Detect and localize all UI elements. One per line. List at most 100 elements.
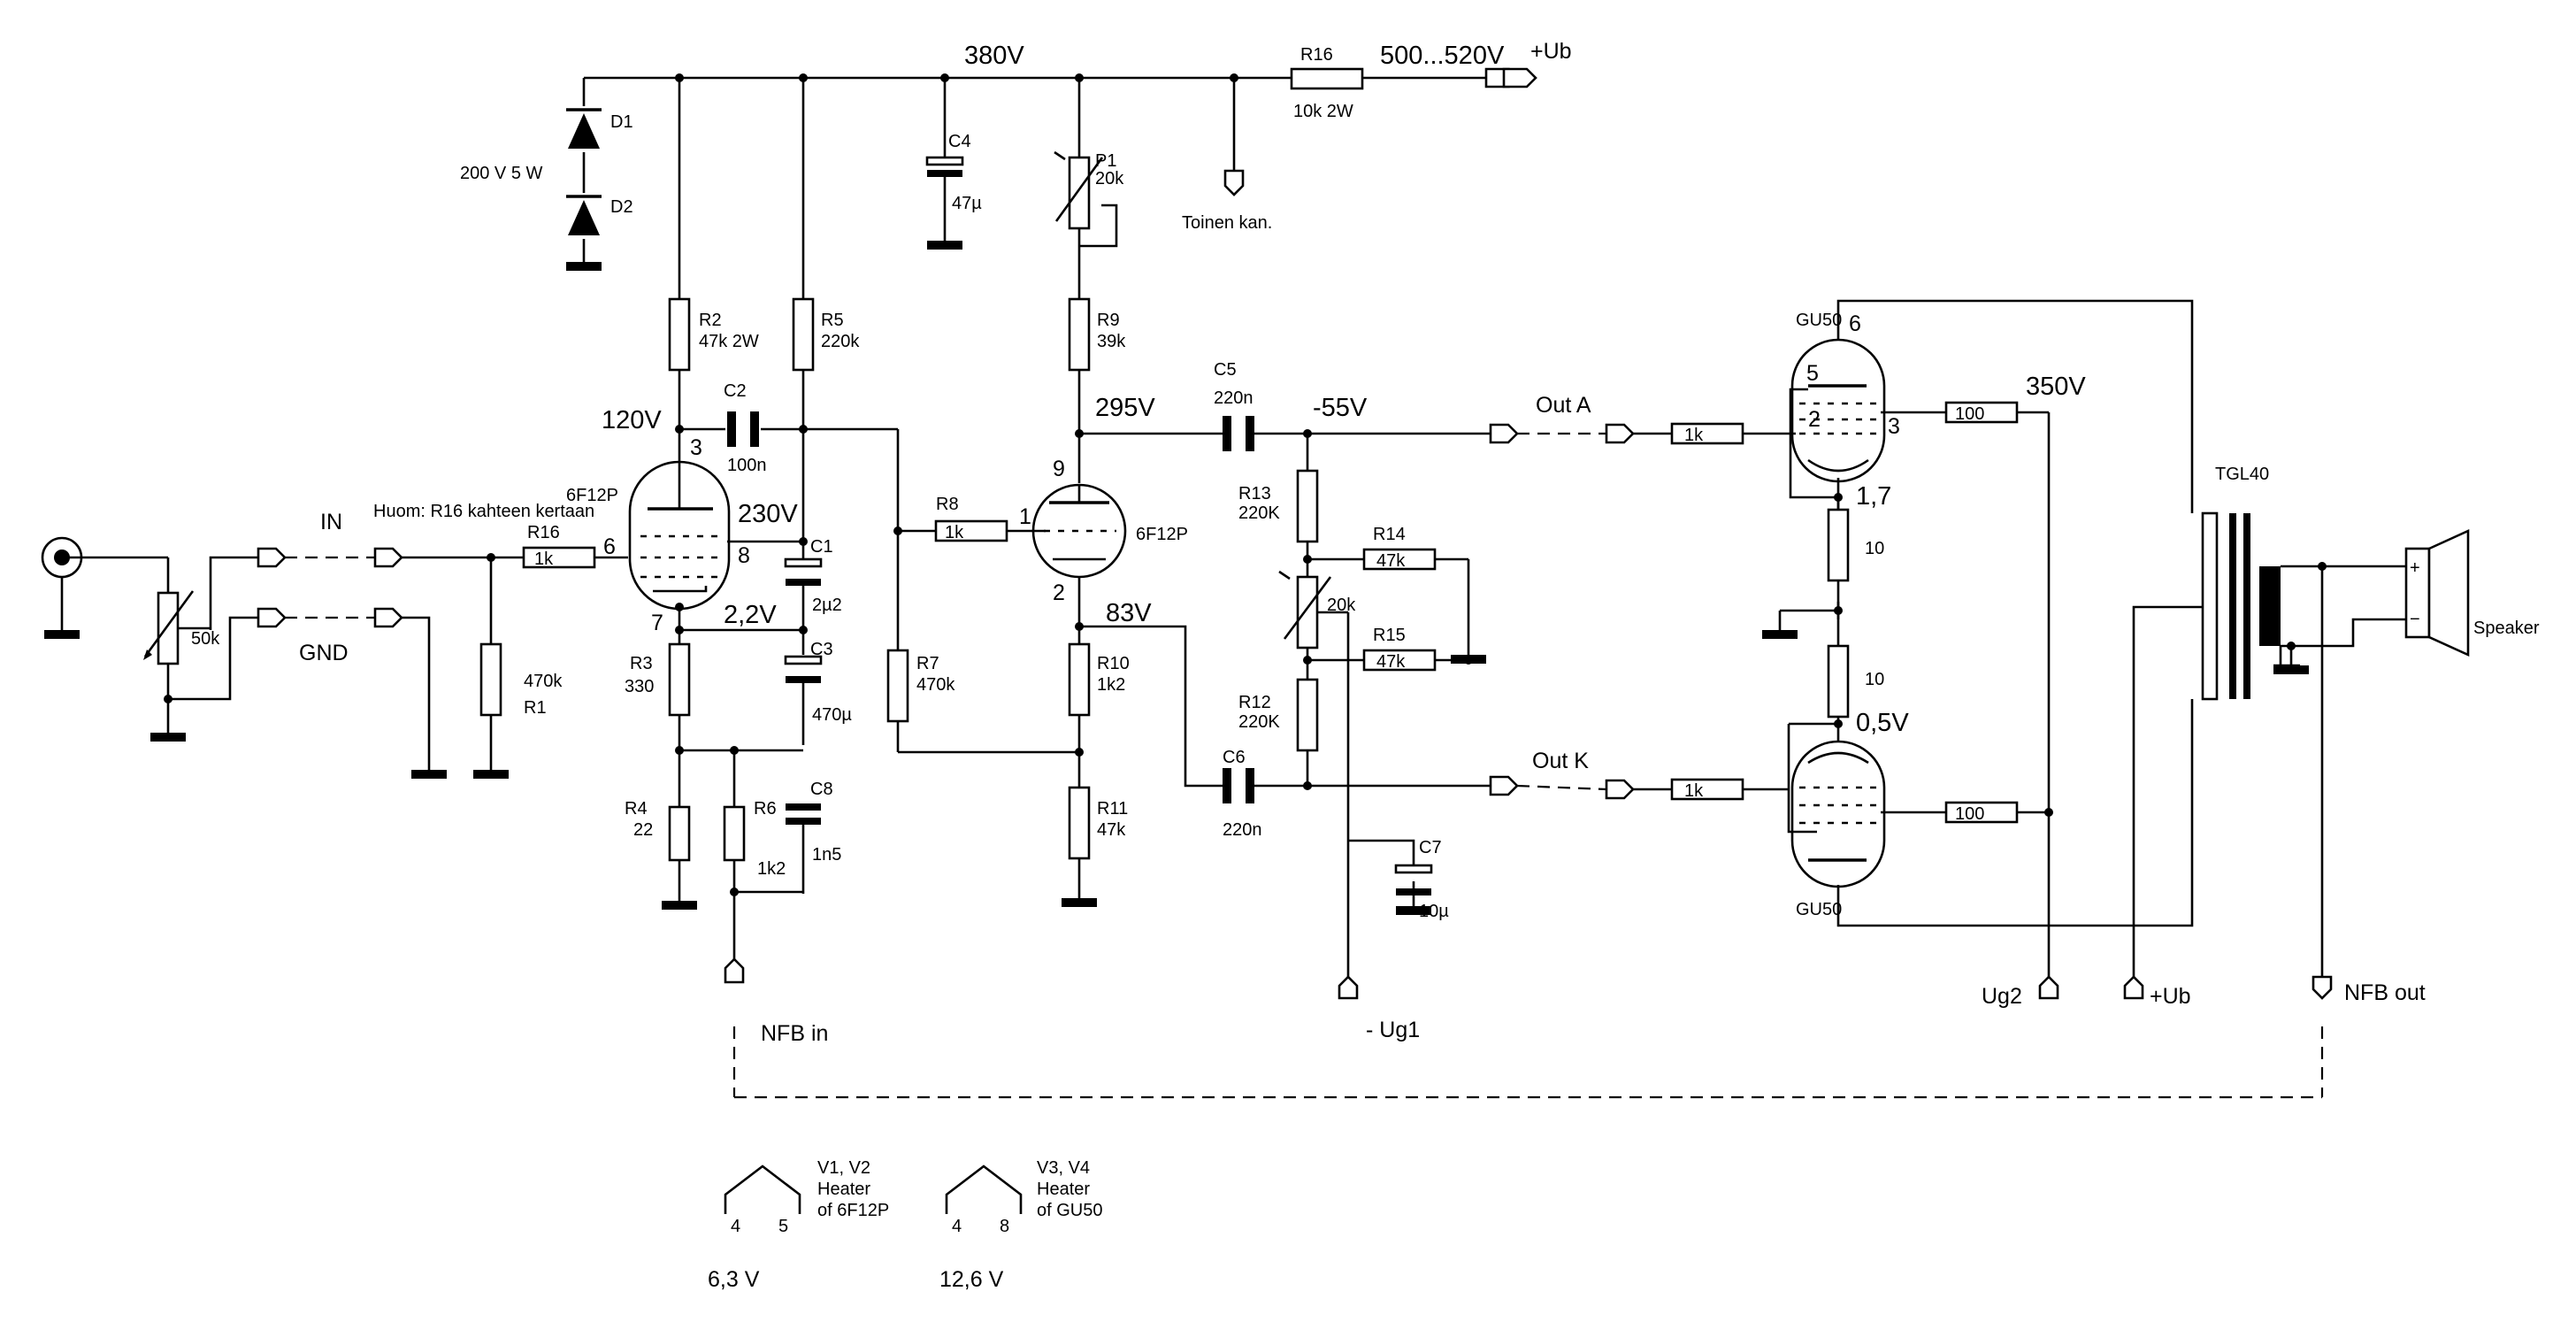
resistor-r16 <box>522 546 596 569</box>
svg-text:39k: 39k <box>1097 332 1126 351</box>
svg-text:C2: C2 <box>724 381 747 401</box>
speaker-icon <box>2404 528 2470 657</box>
svg-text:47k: 47k <box>1097 820 1126 840</box>
rail-ub: +Ub <box>1530 39 1572 64</box>
wires <box>60 76 2406 984</box>
svg-text:1k: 1k <box>534 550 554 569</box>
svg-text:20k: 20k <box>1327 596 1356 615</box>
svg-text:Huom: R16 kahteen kertaan: Huom: R16 kahteen kertaan <box>373 502 594 521</box>
svg-text:83V: 83V <box>1106 599 1152 627</box>
svg-text:9: 9 <box>1053 457 1065 481</box>
resistor-r7 <box>886 649 909 723</box>
svg-text:12,6 V: 12,6 V <box>939 1267 1004 1292</box>
svg-text:V1, V2: V1, V2 <box>817 1158 870 1178</box>
svg-text:R16: R16 <box>527 523 560 542</box>
svg-text:10: 10 <box>1865 670 1884 689</box>
other-channel-label: Toinen kan. <box>1182 213 1272 233</box>
tube-v1 <box>628 460 731 611</box>
svg-text:120V: 120V <box>602 406 662 434</box>
svg-text:1k2: 1k2 <box>757 859 786 879</box>
svg-text:Speaker: Speaker <box>2473 619 2540 638</box>
svg-text:47k 2W: 47k 2W <box>699 332 759 351</box>
resistor-screen-k <box>1944 801 2019 824</box>
svg-text:NFB in: NFB in <box>761 1021 828 1046</box>
rail-supply: 500...520V <box>1380 42 1505 70</box>
svg-text:Heater: Heater <box>817 1180 870 1199</box>
svg-text:−: − <box>2410 610 2420 629</box>
svg-text:R7: R7 <box>916 654 939 673</box>
svg-text:NFB out: NFB out <box>2344 980 2426 1005</box>
svg-text:R11: R11 <box>1097 799 1128 819</box>
svg-text:GU50: GU50 <box>1796 311 1842 330</box>
svg-text:20k: 20k <box>1095 169 1124 188</box>
resistor-r11 <box>1068 786 1091 860</box>
resistor-r10 <box>1068 642 1091 717</box>
resistor-r6 <box>723 805 746 862</box>
resistor-r9 <box>1068 297 1091 372</box>
svg-text:230V: 230V <box>738 500 798 528</box>
resistor-r1 <box>479 642 502 717</box>
resistor-cathode-top <box>1827 508 1850 582</box>
resistor-r2 <box>668 297 691 372</box>
svg-text:C3: C3 <box>810 640 833 659</box>
svg-text:1k: 1k <box>1684 781 1704 801</box>
svg-text:Out K: Out K <box>1532 749 1589 773</box>
svg-text:Out A: Out A <box>1536 393 1591 418</box>
svg-text:GND: GND <box>299 641 349 665</box>
svg-text:C1: C1 <box>810 537 833 557</box>
resistor-r14 <box>1362 548 1437 571</box>
svg-text:C5: C5 <box>1214 360 1237 380</box>
resistor-r4 <box>668 805 691 862</box>
svg-text:7: 7 <box>651 611 663 635</box>
resistor-r5 <box>792 297 815 372</box>
resistor-r15 <box>1362 649 1437 672</box>
svg-text:D1: D1 <box>610 112 633 132</box>
svg-text:50k: 50k <box>191 629 220 649</box>
svg-text:R8: R8 <box>936 495 959 514</box>
svg-text:R9: R9 <box>1097 311 1120 330</box>
svg-text:47µ: 47µ <box>952 194 982 213</box>
svg-text:3: 3 <box>1888 414 1900 439</box>
svg-text:R10: R10 <box>1097 654 1130 673</box>
svg-text:GU50: GU50 <box>1796 900 1842 919</box>
svg-text:1n5: 1n5 <box>812 845 841 865</box>
svg-text:470k: 470k <box>524 672 563 691</box>
svg-text:1k: 1k <box>1684 426 1704 445</box>
svg-text:Heater: Heater <box>1037 1180 1090 1199</box>
input-jack <box>41 536 83 579</box>
svg-text:R15: R15 <box>1373 626 1406 645</box>
capacitors <box>727 156 1433 895</box>
svg-text:3: 3 <box>690 435 702 460</box>
svg-text:47k: 47k <box>1376 652 1406 672</box>
svg-text:of 6F12P: of 6F12P <box>817 1201 889 1220</box>
svg-text:100: 100 <box>1955 804 1984 824</box>
svg-text:470µ: 470µ <box>812 705 852 725</box>
svg-text:220n: 220n <box>1223 820 1262 840</box>
svg-text:R12: R12 <box>1238 693 1271 712</box>
svg-text:6: 6 <box>1849 311 1861 336</box>
svg-text:C7: C7 <box>1419 838 1442 857</box>
potentiometer-bias <box>1296 575 1319 649</box>
svg-text:+Ub: +Ub <box>2150 984 2191 1009</box>
svg-text:200 V 5 W: 200 V 5 W <box>460 164 543 183</box>
svg-text:8: 8 <box>738 543 750 568</box>
svg-text:470k: 470k <box>916 675 955 695</box>
potentiometer-volume <box>157 591 180 665</box>
svg-text:10: 10 <box>1865 539 1884 558</box>
svg-text:TGL40: TGL40 <box>2215 465 2269 484</box>
svg-text:of GU50: of GU50 <box>1037 1201 1102 1220</box>
junction-dots <box>164 73 2327 896</box>
svg-text:R6: R6 <box>754 799 777 819</box>
svg-text:22: 22 <box>633 820 653 840</box>
svg-text:2,2V: 2,2V <box>724 601 777 629</box>
svg-text:6: 6 <box>603 534 616 559</box>
rail-380v: 380V <box>964 42 1024 70</box>
resistor-grid-a <box>1670 422 1744 445</box>
svg-text:R5: R5 <box>821 311 844 330</box>
svg-text:R2: R2 <box>699 311 722 330</box>
svg-text:5: 5 <box>1806 361 1819 386</box>
svg-text:R16: R16 <box>1300 45 1333 65</box>
svg-text:Ug2: Ug2 <box>1982 984 2022 1009</box>
svg-text:100n: 100n <box>727 456 767 475</box>
